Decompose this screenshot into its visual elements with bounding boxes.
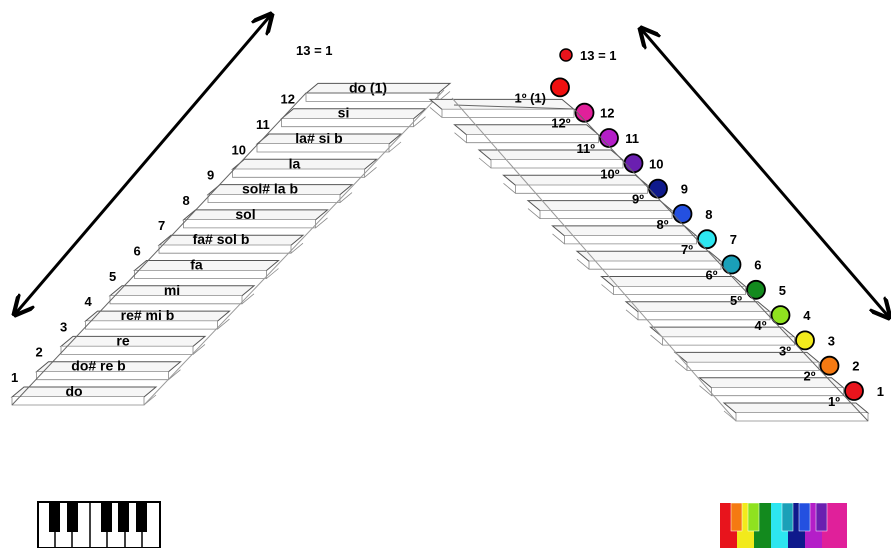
left-step: 6 fa: [133, 244, 280, 279]
left-step-note: sol# la b: [242, 181, 298, 197]
right-step-number: 8: [705, 207, 712, 222]
left-step-note: re# mi b: [121, 307, 175, 323]
left-staircase: 1 do 2 do# re b 3 re 4 re# mi b 5 mi 6 fa 7 fa# sol b…: [10, 79, 452, 406]
right-step: 12º 12: [453, 102, 615, 144]
degree-color-ball: [721, 254, 742, 275]
left-step: 4 re# mi b: [84, 294, 231, 330]
left-step-note: fa# sol b: [193, 231, 250, 247]
right-step: 1º 1: [722, 381, 884, 422]
left-step: 7 fa# sol b: [157, 218, 305, 254]
left-step-number: 6: [134, 244, 141, 259]
left-step-number: 8: [183, 193, 190, 208]
left-step: 10 la: [231, 142, 378, 178]
left-step: 3 re: [59, 319, 207, 355]
right-top-label: 13 = 1: [580, 48, 617, 63]
left-step-note: mi: [164, 282, 180, 298]
left-step: 2 do# re b: [35, 345, 182, 381]
right-step-degree: 8º: [657, 217, 669, 232]
right-step-number: 10: [649, 156, 663, 171]
left-step-note: do# re b: [71, 358, 125, 374]
degree-color-ball: [697, 229, 717, 250]
left-step-number: 5: [109, 269, 116, 284]
right-step-degree: 11º: [577, 141, 596, 156]
left-step-number: 4: [85, 294, 93, 309]
left-step-note: la# si b: [295, 130, 342, 146]
left-step: 1 do: [10, 370, 158, 406]
right-step: 3º 3: [673, 330, 835, 371]
colored-piano-keys-icon: [720, 502, 847, 548]
degree-color-ball: [623, 153, 644, 174]
left-step-number: 7: [158, 218, 165, 233]
right-step: 8º 8: [551, 203, 713, 245]
right-step-degree: 2º: [804, 369, 816, 384]
left-step: 11 la# si b: [255, 117, 403, 153]
right-step-degree: 1º (1): [515, 90, 546, 105]
degree-color-ball: [550, 77, 570, 98]
right-step-number: 12: [600, 106, 614, 121]
degree-color-ball: [746, 279, 766, 300]
left-step-number: 10: [232, 142, 246, 157]
right-step-number: 3: [828, 333, 835, 348]
left-step-number: 11: [256, 117, 270, 132]
right-step: 6º 6: [600, 254, 762, 295]
left-top-label: 13 = 1: [296, 43, 333, 58]
right-step: 1º (1): [428, 77, 576, 118]
right-staircase: 1º12º23º34º45º56º67º78º89º910º1011º1112º…: [428, 77, 884, 422]
degree-color-ball: [672, 203, 693, 224]
right-step: 10º 10: [502, 153, 664, 194]
left-step-number: 12: [281, 92, 295, 107]
right-step-number: 11: [625, 131, 639, 146]
left-step: do (1): [304, 79, 452, 102]
right-double-arrow-icon: [642, 30, 888, 316]
degree-color-ball: [599, 128, 619, 148]
left-step-number: 2: [36, 345, 43, 360]
right-step-degree: 9º: [632, 192, 644, 207]
degree-color-ball: [770, 305, 791, 326]
right-step-number: 4: [803, 308, 811, 323]
left-step-number: 3: [60, 319, 67, 334]
piano-keys-icon: [37, 501, 161, 548]
right-step-number: 2: [852, 359, 859, 374]
left-step: 12 si: [280, 92, 427, 128]
right-step-degree: 6º: [706, 268, 718, 283]
right-step-number: 7: [730, 232, 737, 247]
degree-color-ball: [844, 381, 864, 401]
degree-color-ball: [795, 330, 815, 351]
right-step-number: 5: [779, 283, 786, 298]
left-step: 5 mi: [108, 269, 256, 305]
left-step-number: 1: [11, 370, 18, 385]
left-step-note: fa: [190, 257, 203, 273]
left-step-note: do: [65, 383, 82, 399]
right-step: 2º 2: [698, 355, 860, 397]
degree-color-ball: [648, 178, 668, 199]
left-step-note: si: [338, 105, 350, 121]
left-step: 8 sol: [182, 193, 329, 229]
right-top-small-marker: [559, 48, 573, 62]
left-step-note: sol: [235, 206, 255, 222]
right-step-number: 6: [754, 258, 761, 273]
left-step-note: la: [289, 155, 301, 171]
right-step-degree: 1º: [828, 394, 840, 409]
left-step-note: do (1): [349, 79, 387, 95]
right-step-number: 1: [877, 384, 884, 399]
right-step-degree: 3º: [779, 343, 791, 358]
right-step-degree: 5º: [730, 293, 742, 308]
right-step-number: 9: [681, 182, 688, 197]
right-step: 4º 4: [649, 305, 811, 346]
degree-color-ball: [574, 102, 595, 123]
degree-color-ball: [819, 355, 840, 376]
right-step-degree: 4º: [755, 318, 767, 333]
right-step-degree: 7º: [681, 242, 693, 257]
right-step: 7º 7: [575, 229, 737, 270]
right-step-degree: 12º: [551, 116, 570, 131]
left-step-number: 9: [207, 168, 214, 183]
right-step: 5º 5: [624, 279, 786, 321]
right-step: 11º 11: [477, 128, 639, 169]
right-step-degree: 10º: [600, 166, 619, 181]
left-step-note: re: [116, 332, 129, 348]
left-double-arrow-icon: [16, 16, 270, 313]
